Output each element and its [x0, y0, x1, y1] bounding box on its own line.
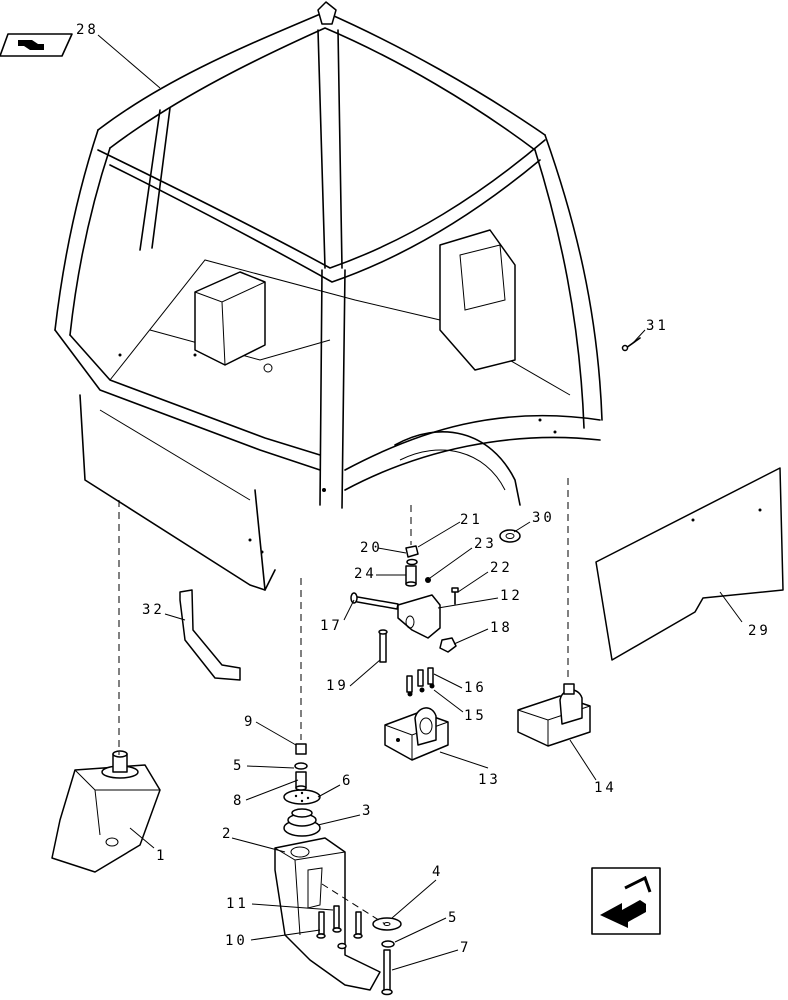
book-reference-icon[interactable] [0, 33, 73, 57]
callout-22: 22 [490, 560, 513, 576]
callout-2: 2 [222, 826, 233, 842]
callout-6: 6 [342, 773, 353, 789]
pin-19 [378, 629, 388, 663]
callout-18: 18 [490, 620, 513, 636]
callout-28: 28 [76, 22, 99, 38]
callout-labels: 28 29 30 31 32 1 2 3 4 5 5 6 7 8 9 10 11… [76, 22, 771, 956]
nut-30 [499, 529, 521, 543]
callout-4: 4 [432, 864, 443, 880]
washer-5a [294, 762, 308, 770]
callout-17: 17 [320, 618, 343, 634]
callout-7: 7 [460, 940, 471, 956]
callout-1: 1 [156, 848, 167, 864]
callout-8: 8 [233, 793, 244, 809]
callout-23: 23 [474, 536, 497, 552]
callout-16: 16 [464, 680, 487, 696]
bracket-32 [179, 589, 241, 681]
bolt-7 [381, 949, 393, 996]
callout-11: 11 [226, 896, 249, 912]
callout-9: 9 [244, 714, 255, 730]
bracket-12 [397, 594, 441, 639]
callout-10: 10 [225, 933, 248, 949]
callout-12: 12 [500, 588, 523, 604]
mount-2 [274, 837, 381, 991]
panel-29 [595, 467, 784, 661]
washer-4 [372, 917, 402, 931]
bolt-31 [621, 337, 641, 352]
callout-20: 20 [360, 540, 383, 556]
nut-18 [439, 637, 457, 653]
cab-frame [54, 1, 603, 591]
isolator-3 [283, 808, 321, 837]
mount-13 [384, 707, 449, 761]
callout-32: 32 [142, 602, 165, 618]
bolts-10-11 [316, 905, 363, 950]
stack-20-24 [405, 545, 431, 587]
plate-6 [283, 789, 321, 805]
callout-3: 3 [362, 803, 373, 819]
callout-29: 29 [748, 623, 771, 639]
callout-14: 14 [594, 780, 617, 796]
washer-5b [381, 940, 395, 948]
callout-15: 15 [464, 708, 487, 724]
callout-19: 19 [326, 678, 349, 694]
bolts-15-16 [406, 667, 435, 697]
center-lines [118, 478, 569, 925]
callout-31: 31 [646, 318, 669, 334]
bolt-22 [451, 587, 459, 605]
callout-30: 30 [532, 510, 555, 526]
spacer-8 [295, 771, 307, 791]
callout-5b: 5 [448, 910, 459, 926]
callout-5a: 5 [233, 758, 244, 774]
bolt-17 [350, 592, 399, 610]
nut-9 [295, 743, 307, 755]
leader-lines [97, 34, 743, 971]
callout-24: 24 [354, 566, 377, 582]
mount-14 [517, 683, 591, 747]
callout-13: 13 [478, 772, 501, 788]
callout-21: 21 [460, 512, 483, 528]
direction-arrow-icon[interactable] [591, 867, 661, 935]
mount-1 [51, 750, 161, 873]
